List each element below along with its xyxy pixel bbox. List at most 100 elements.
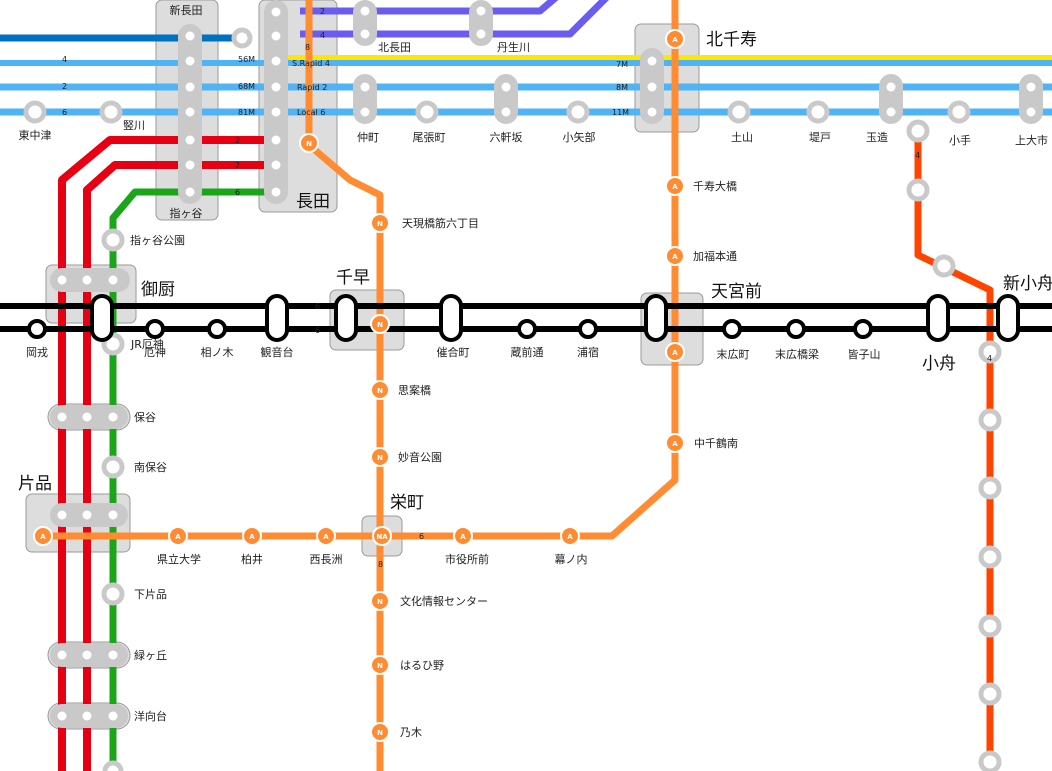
station-dot[interactable]	[101, 228, 125, 252]
station-dot[interactable]	[180, 130, 200, 150]
label-higashinakatsu: 東中津	[19, 129, 52, 142]
marker-sakaemachi[interactable]	[372, 526, 392, 546]
station-dot[interactable]	[642, 102, 662, 122]
station-dot[interactable]	[642, 51, 662, 71]
station-dot[interactable]	[266, 102, 286, 122]
station-dot[interactable]	[471, 1, 491, 21]
station-dot[interactable]	[266, 51, 286, 71]
marker-kashii[interactable]	[242, 526, 262, 546]
station-dot[interactable]	[786, 319, 806, 339]
station-dot[interactable]	[853, 319, 873, 339]
station-dot[interactable]	[266, 26, 286, 46]
station-dot[interactable]	[1021, 102, 1041, 122]
marker-senju-ohashi[interactable]	[665, 176, 685, 196]
station-dot[interactable]	[180, 102, 200, 122]
station-dot[interactable]	[415, 100, 439, 124]
station-dot[interactable]	[881, 102, 901, 122]
station-dot[interactable]	[266, 182, 286, 202]
station-dot[interactable]	[355, 77, 375, 97]
station-dot[interactable]	[77, 706, 97, 726]
marker-kenritsu[interactable]	[168, 526, 188, 546]
station-dot[interactable]	[103, 407, 123, 427]
station-dot[interactable]	[471, 24, 491, 44]
marker-letter: A	[175, 533, 181, 541]
station-dot[interactable]	[77, 505, 97, 525]
station-dot[interactable]	[103, 270, 123, 290]
station-dot[interactable]	[978, 614, 1002, 638]
station-dot[interactable]	[103, 706, 123, 726]
station-dot[interactable]	[207, 319, 227, 339]
marker-nogi[interactable]	[370, 722, 390, 742]
station-dot[interactable]	[906, 178, 930, 202]
station-dot[interactable]	[266, 2, 286, 22]
station-dot[interactable]	[77, 645, 97, 665]
station-dot[interactable]	[27, 319, 47, 339]
station-dot[interactable]	[77, 270, 97, 290]
station-dot[interactable]	[881, 77, 901, 97]
station-dot[interactable]	[978, 545, 1002, 569]
station-dot[interactable]	[23, 100, 47, 124]
marker-shianbashi[interactable]	[370, 380, 390, 400]
station-dot[interactable]	[52, 270, 72, 290]
marker-bunka[interactable]	[370, 591, 390, 611]
marker-makunouchi[interactable]	[560, 526, 580, 546]
station-dot[interactable]	[101, 582, 125, 606]
station-dot[interactable]	[52, 407, 72, 427]
station-dot[interactable]	[978, 682, 1002, 706]
station-dot[interactable]	[355, 24, 375, 44]
station-dot[interactable]	[517, 319, 537, 339]
station-dot[interactable]	[99, 100, 123, 124]
station-dot[interactable]	[906, 119, 930, 143]
station-dot[interactable]	[180, 77, 200, 97]
station-dot[interactable]	[722, 319, 742, 339]
marker-shiyakusho[interactable]	[453, 526, 473, 546]
station-dot[interactable]	[566, 100, 590, 124]
station-dot[interactable]	[52, 706, 72, 726]
station-dot[interactable]	[52, 645, 72, 665]
station-dot[interactable]	[642, 77, 662, 97]
station-dot[interactable]	[77, 407, 97, 427]
station-dot[interactable]	[102, 760, 124, 771]
line-tag: 8	[305, 43, 310, 52]
marker-kitasenju[interactable]	[665, 29, 685, 49]
station-dot[interactable]	[103, 505, 123, 525]
station-dot[interactable]	[266, 130, 286, 150]
marker-haruhino[interactable]	[370, 655, 390, 675]
station-dot[interactable]	[355, 102, 375, 122]
marker-nishinagasu[interactable]	[316, 526, 336, 546]
station-dot[interactable]	[496, 77, 516, 97]
station-dot[interactable]	[578, 319, 598, 339]
station-dot[interactable]	[806, 100, 830, 124]
station-dot[interactable]	[727, 100, 751, 124]
station-dot[interactable]	[266, 77, 286, 97]
station-dot[interactable]	[1021, 77, 1041, 97]
marker-katashina[interactable]	[33, 526, 53, 546]
station-dot[interactable]	[180, 182, 200, 202]
station-dot[interactable]	[978, 340, 1002, 364]
station-dot[interactable]	[180, 155, 200, 175]
station-dot[interactable]	[52, 505, 72, 525]
station-dot[interactable]	[932, 254, 956, 278]
marker-tenken[interactable]	[370, 213, 390, 233]
station-dot[interactable]	[145, 319, 165, 339]
hub-tenmanmae-black	[644, 294, 668, 342]
marker-nakasenzu[interactable]	[665, 433, 685, 453]
station-dot[interactable]	[103, 645, 123, 665]
marker-myouon[interactable]	[370, 447, 390, 467]
station-dot[interactable]	[101, 455, 125, 479]
hub-shinkobune-black	[996, 294, 1020, 342]
marker-nagata[interactable]	[299, 133, 319, 153]
station-dot[interactable]	[180, 26, 200, 46]
station-dot[interactable]	[978, 408, 1002, 432]
station-dot[interactable]	[978, 750, 1002, 771]
station-dot[interactable]	[496, 102, 516, 122]
station-dot[interactable]	[180, 51, 200, 71]
station-dot[interactable]	[947, 100, 971, 124]
marker-tenmanmae[interactable]	[665, 342, 685, 362]
marker-chihaya[interactable]	[370, 314, 390, 334]
station-dot[interactable]	[355, 1, 375, 21]
station-dot[interactable]	[231, 27, 253, 49]
station-dot[interactable]	[266, 155, 286, 175]
marker-kafuku[interactable]	[665, 246, 685, 266]
station-dot[interactable]	[978, 476, 1002, 500]
